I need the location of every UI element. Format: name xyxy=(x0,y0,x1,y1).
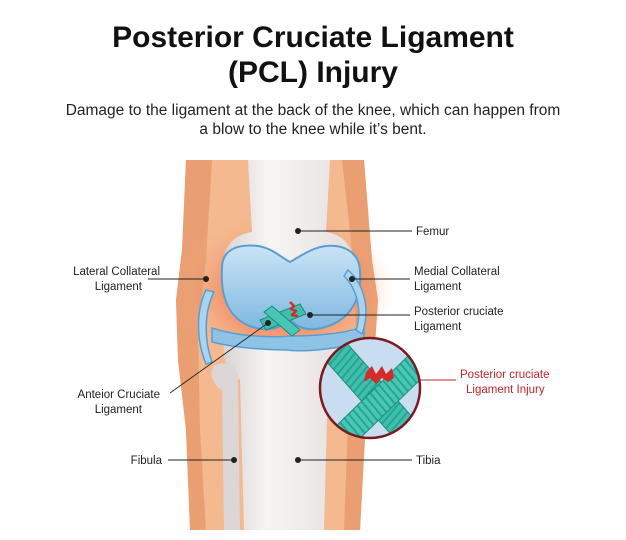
label-acl-line-2: Ligament xyxy=(95,404,143,416)
injury-zoom xyxy=(320,338,420,438)
zoom-ring xyxy=(318,336,422,440)
title-line-1: Posterior Cruciate Ligament xyxy=(112,21,514,54)
label-mcl-line-1: Medial Collateral xyxy=(414,266,500,278)
title-line-2: (PCL) Injury xyxy=(228,56,398,89)
tibia-bone xyxy=(223,340,347,530)
leader-dots xyxy=(203,228,355,463)
pcl-tear xyxy=(289,301,299,318)
label-pcl-line-1: Posterior cruciate xyxy=(414,306,503,318)
acl-leader xyxy=(169,322,269,394)
zoom-ligament-b xyxy=(329,355,420,438)
label-pcl-line-2: Ligament xyxy=(414,321,462,333)
label-injury-line-1: Posterior cruciate xyxy=(460,369,549,381)
posterior-cruciate-ligament xyxy=(263,305,301,337)
label-fibula: Fibula xyxy=(131,455,163,467)
zoom-tear xyxy=(364,366,394,384)
subtitle-line-1: Damage to the ligament at the back of th… xyxy=(65,102,561,119)
label-mcl-line-2: Ligament xyxy=(414,281,462,293)
lateral-collateral-ligament xyxy=(197,289,216,365)
label-lcl-line-2: Ligament xyxy=(95,281,143,293)
label-injury-line-2: Ligament Injury xyxy=(466,384,545,396)
fibula-bone xyxy=(211,363,240,530)
label-acl-line-1: Anteior Cruciate xyxy=(78,389,160,401)
medial-collateral-ligament xyxy=(343,268,367,336)
label-tibia: Tibia xyxy=(416,455,441,467)
subtitle-line-2: a blow to the knee while it’s bent. xyxy=(199,121,427,138)
femoral-cartilage xyxy=(220,244,362,331)
label-femur: Femur xyxy=(416,226,449,238)
label-lcl-line-1: Lateral Collateral xyxy=(73,266,160,278)
